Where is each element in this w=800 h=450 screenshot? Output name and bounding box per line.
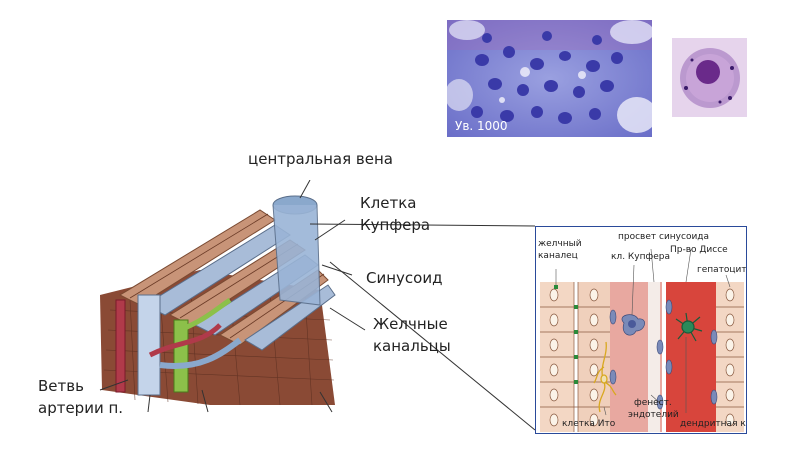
ito-cell-shape [593,341,617,413]
dendritic-cell-shape [675,312,703,342]
inset-label-fenestrated-1: фенест. [634,398,672,408]
inset-label-fenestrated-2: эндотелий [628,410,679,420]
inset-connector-lines [309,223,536,431]
label-kupffer-line1: Клетка [360,194,417,212]
inset-label-bile-canaliculus-1: желчный [538,239,582,249]
label-artery-line1: Ветвь [38,377,84,395]
micrograph-cell [672,38,747,117]
inset-label-sinusoid-lumen: просвет синусоида [618,232,709,242]
sinusoid-inset-drawing: желчный каналец просвет синусоида кл. Ку… [538,232,746,432]
inset-label-bile-canaliculus-2: каналец [538,251,578,261]
artery-shape [115,299,126,393]
label-kupffer-line2: Купфера [360,216,431,234]
micrograph-tissue: Ув. 1000 [447,20,652,137]
label-sinusoid: Синусоид [366,269,443,287]
inset-label-kupffer: кл. Купфера [611,252,670,262]
label-central-vein: центральная вена [248,150,393,168]
micrograph-tissue-image: Ув. 1000 [447,20,652,137]
leader-lines [99,180,366,413]
magnification-label: Ув. 1000 [455,119,508,133]
lobule-block-illustration [99,180,366,413]
sinusoid-inset: желчный каналец просвет синусоида кл. Ку… [535,226,747,434]
inset-label-disse: Пр-во Диссе [670,245,728,255]
micrograph-cell-image [672,38,747,117]
bile-duct-shape [173,319,189,393]
inset-label-ito: клетка Ито [562,419,616,429]
portal-vein-shape [137,294,161,396]
kupffer-cell-shape [621,314,645,336]
inset-label-dendritic: дендритная к. [680,419,746,429]
inset-label-hepatocyte: гепатоцит [697,265,746,275]
label-bile-line1: Желчные [373,315,448,333]
label-bile-line2: канальцы [373,337,451,355]
label-artery-line2: артерии п. [38,399,124,417]
